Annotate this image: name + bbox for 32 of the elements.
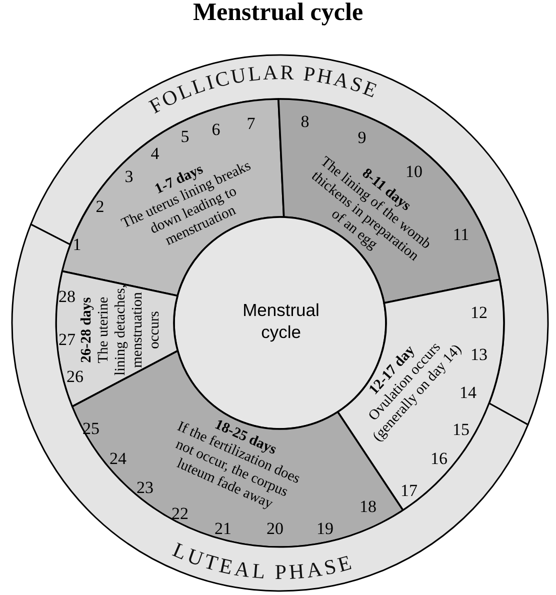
day-number: 21	[214, 522, 232, 536]
cycle-segment	[336, 277, 506, 512]
day-number: 14	[460, 386, 476, 400]
phase-description: The uterine lining detaches, menstruation occurs	[96, 284, 164, 378]
day-range: 26-28 days	[78, 297, 96, 363]
day-number: 24	[110, 452, 126, 466]
day-number: 26	[66, 370, 84, 384]
day-number: 18	[360, 500, 376, 514]
diagram-title: Menstrual cycle	[192, 0, 364, 27]
day-number: 20	[266, 522, 284, 536]
day-number: 5	[180, 130, 190, 144]
day-number: 11	[452, 228, 470, 242]
day-number: 12	[470, 306, 488, 320]
day-number: 23	[136, 481, 154, 495]
day-number: 13	[470, 348, 488, 362]
day-number: 9	[358, 131, 366, 145]
day-number: 17	[400, 484, 418, 498]
day-number: 16	[430, 452, 448, 466]
day-number: 7	[246, 117, 256, 131]
day-number: 1	[72, 238, 82, 252]
day-number: 15	[452, 423, 470, 437]
day-number: 2	[96, 200, 104, 214]
day-number: 10	[406, 165, 422, 179]
day-number: 27	[58, 333, 76, 347]
day-number: 19	[316, 522, 334, 536]
day-number: 8	[300, 115, 310, 129]
day-number: 22	[172, 507, 188, 521]
day-number: 3	[124, 170, 134, 184]
day-number: 4	[150, 147, 160, 161]
center-label: Menstrual cycle	[242, 299, 320, 343]
day-number: 6	[212, 123, 220, 137]
day-number: 28	[58, 290, 76, 304]
